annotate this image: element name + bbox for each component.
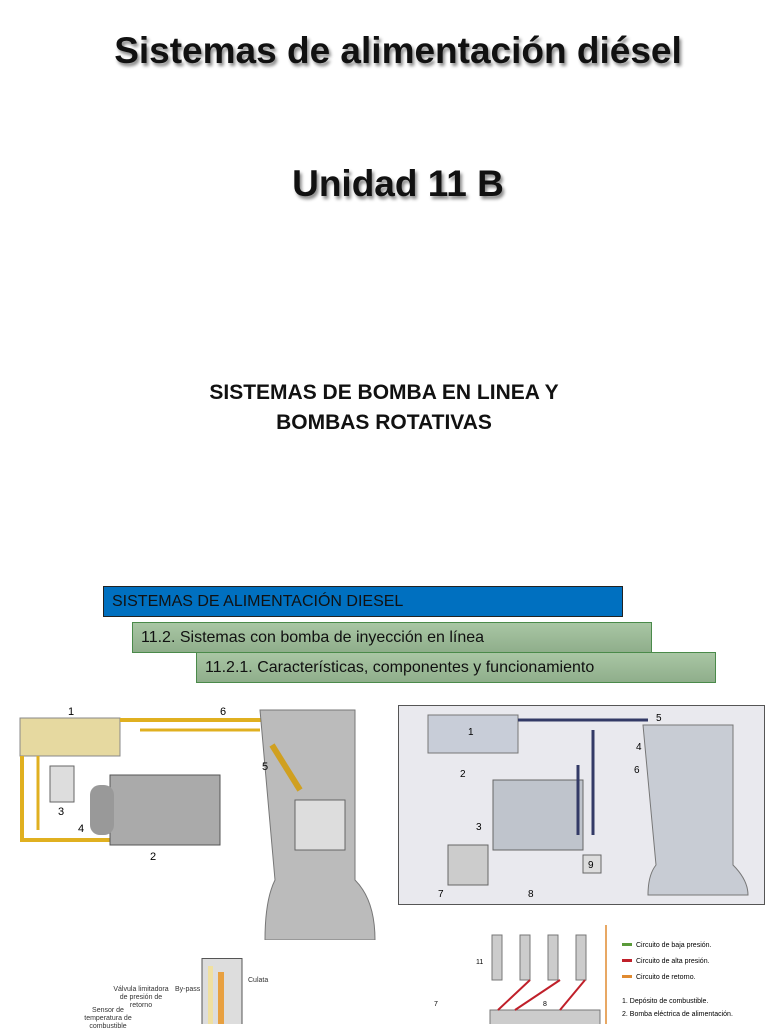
label-6: 6	[220, 706, 226, 718]
label-valve: Válvula limitadora de presión de retorno	[113, 986, 169, 1009]
legend-swatch-high	[622, 959, 632, 962]
label-2: 2	[460, 769, 466, 780]
subtitle-line-1: SISTEMAS DE BOMBA EN LINEA Y	[209, 381, 559, 404]
label-1: 1	[68, 706, 74, 718]
label-3: 3	[476, 822, 482, 833]
label-culata: Culata	[248, 977, 269, 984]
label-4: 4	[78, 823, 84, 835]
unit-title: Unidad 11 B	[292, 163, 504, 204]
label-sensor: Sensor de temperatura de combustible	[84, 1007, 132, 1030]
label-5: 5	[656, 713, 662, 724]
legend-high: Circuito de alta presión.	[636, 958, 710, 965]
rotary-pump-diagram: 1 5 4 2 6 3 7 8 9	[398, 705, 765, 905]
label-3: 3	[58, 806, 64, 818]
list-item-1: 1. Depósito de combustible.	[622, 998, 708, 1005]
label-1: 1	[468, 727, 474, 738]
label-11: 11	[476, 959, 483, 966]
breadcrumb-level-2: 11.2. Sistemas con bomba de inyección en…	[132, 622, 652, 653]
label-bypass: By-pass	[175, 986, 201, 993]
label-2: 2	[150, 851, 156, 863]
label-8: 8	[528, 889, 534, 900]
label-7: 7	[438, 889, 444, 900]
breadcrumb-level-3: 11.2.1. Características, componentes y f…	[196, 652, 716, 683]
common-rail-diagram: 11 7 8 Circuito de baja presión. Circuit…	[434, 925, 733, 1024]
list-item-2: 2. Bomba eléctrica de alimentación.	[622, 1011, 733, 1018]
inline-pump-diagram: 1 6 5 3 4 2	[19, 706, 376, 940]
label-9: 9	[588, 860, 594, 871]
page-title: Sistemas de alimentación diésel	[114, 30, 682, 71]
label-5: 5	[262, 761, 268, 773]
label-7: 7	[434, 1001, 438, 1008]
legend-low: Circuito de baja presión.	[636, 942, 712, 949]
label-8: 8	[543, 1001, 547, 1008]
return-circuit-diagram	[201, 958, 243, 1024]
legend-return: Circuito de retorno.	[636, 974, 696, 981]
legend-swatch-low	[622, 943, 632, 946]
label-6: 6	[634, 765, 640, 776]
breadcrumb-level-1: SISTEMAS DE ALIMENTACIÓN DIESEL	[103, 586, 623, 617]
legend-swatch-return	[622, 975, 632, 978]
label-4: 4	[636, 742, 642, 753]
subtitle-line-2: BOMBAS ROTATIVAS	[276, 411, 492, 434]
